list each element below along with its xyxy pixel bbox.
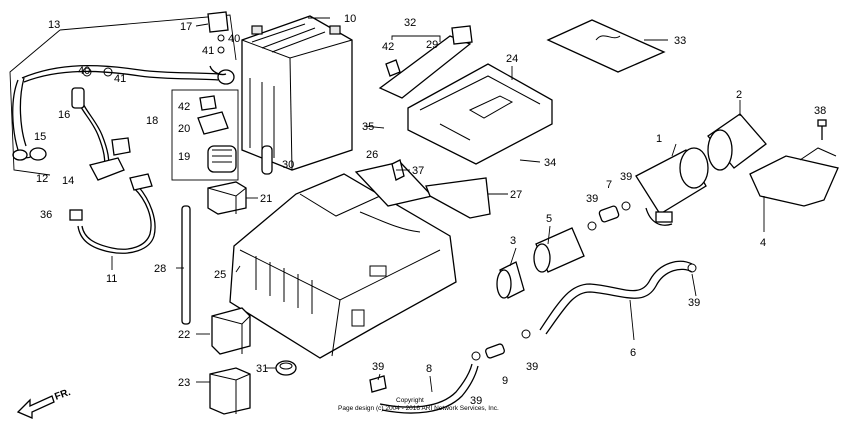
callout-11: 11 (106, 273, 117, 285)
copyright-line-2: Page design (c) 2004 - 2016 ARI Network … (338, 405, 499, 412)
pump-bracket-4 (749, 147, 839, 207)
battery-box-25 (229, 173, 457, 359)
callout-32: 32 (404, 17, 416, 29)
callout-16: 16 (58, 109, 70, 121)
callout-labels: 13 17 40 41 10 40 41 32 42 29 33 24 2 38… (34, 13, 826, 407)
cover-23 (209, 367, 251, 415)
callout-21: 21 (260, 193, 272, 205)
starter-relay-group (171, 89, 239, 181)
callout-26: 26 (366, 149, 378, 161)
battery-cable-assembly (12, 64, 235, 181)
callout-9: 9 (502, 375, 508, 387)
callout-39: 39 (372, 361, 384, 373)
copyright-line-1: Copyright (396, 397, 424, 404)
bracket-27 (425, 177, 491, 219)
callout-17: 17 (180, 21, 192, 33)
callout-7: 7 (606, 179, 612, 191)
callout-41: 41 (202, 45, 214, 57)
callout-6: 6 (630, 347, 636, 359)
callout-29: 29 (426, 39, 438, 51)
callout-23: 23 (178, 377, 190, 389)
callout-38: 38 (814, 105, 826, 117)
callout-15: 15 (34, 131, 46, 143)
cap-31 (275, 360, 297, 376)
front-direction-arrow: FR. (16, 387, 72, 419)
battery-10 (241, 15, 353, 171)
callout-14: 14 (62, 175, 74, 187)
fuel-filter-5 (533, 227, 585, 273)
fuel-hose-6 (539, 260, 693, 335)
callout-39: 39 (586, 193, 598, 205)
callout-2: 2 (736, 89, 742, 101)
callout-34: 34 (544, 157, 556, 169)
callout-3: 3 (510, 235, 516, 247)
callout-27: 27 (510, 189, 522, 201)
callout-42: 42 (178, 101, 190, 113)
regulator-22 (211, 307, 251, 355)
callout-40: 40 (228, 33, 240, 45)
callout-5: 5 (546, 213, 552, 225)
filter-3 (496, 261, 525, 299)
battery-tray-24 (407, 63, 553, 165)
fuel-pump-1 (635, 147, 709, 226)
callout-42: 42 (382, 41, 394, 53)
leader-lines (111, 17, 765, 393)
copyright-notice: Copyright Page design (c) 2004 - 2016 AR… (338, 397, 499, 412)
bracket-13-outline (9, 14, 237, 176)
callout-35: 35 (362, 121, 374, 133)
callout-25: 25 (214, 269, 226, 281)
callout-13: 13 (48, 19, 60, 31)
relay-21 (207, 181, 247, 215)
front-direction-label: FR. (53, 387, 72, 403)
callout-36: 36 (40, 209, 52, 221)
callout-37: 37 (412, 165, 424, 177)
callout-10: 10 (344, 13, 356, 25)
pump-cover-2 (707, 113, 767, 171)
callout-8: 8 (426, 363, 432, 375)
callout-28: 28 (154, 263, 166, 275)
relay-connector-17 (207, 11, 229, 76)
manual-sheet-33 (546, 19, 666, 73)
callout-40: 40 (78, 65, 90, 77)
callout-33: 33 (674, 35, 686, 47)
ground-cable-11 (69, 173, 156, 254)
callout-24: 24 (506, 53, 518, 65)
callout-19: 19 (178, 151, 190, 163)
battery-strap-29 (378, 25, 473, 99)
fuse-holder-30 (261, 145, 273, 175)
callout-39: 39 (688, 297, 700, 309)
callout-39: 39 (526, 361, 538, 373)
callout-22: 22 (178, 329, 190, 341)
callout-1: 1 (656, 133, 662, 145)
callout-4: 4 (760, 237, 766, 249)
callout-31: 31 (256, 363, 268, 375)
callout-39: 39 (470, 395, 482, 407)
callout-20: 20 (178, 123, 190, 135)
bolt-38 (817, 119, 827, 140)
callout-30: 30 (282, 159, 294, 171)
callout-12: 12 (36, 173, 48, 185)
callout-41: 41 (114, 73, 126, 85)
rod-28 (181, 205, 191, 325)
joint-9 (485, 343, 505, 359)
callout-18: 18 (146, 115, 158, 127)
callout-39: 39 (620, 171, 632, 183)
clamp-7 (598, 205, 620, 223)
fuel-hose-8 (379, 363, 479, 414)
